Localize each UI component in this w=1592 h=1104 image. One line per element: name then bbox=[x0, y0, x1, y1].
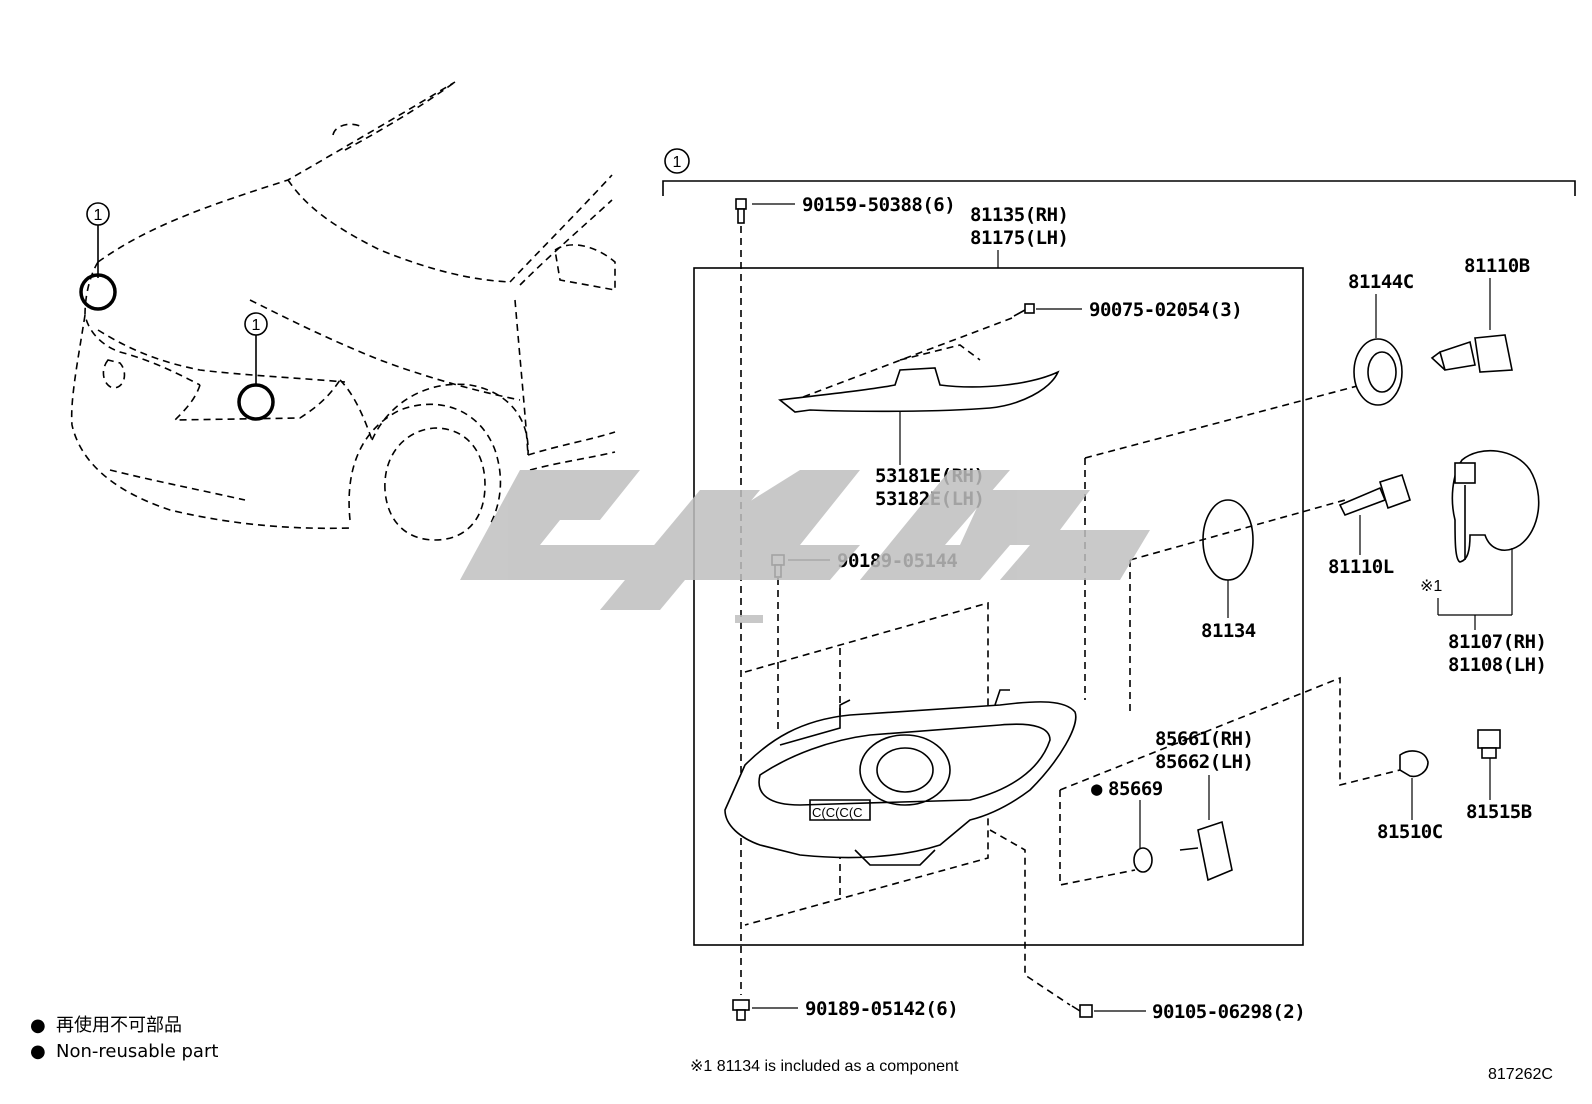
label-actuator-lh: 85662(LH) bbox=[1155, 751, 1253, 773]
actuator-icon bbox=[1179, 820, 1233, 882]
callout-marker-1: 1 bbox=[94, 207, 103, 224]
label-gasket: 81134 bbox=[1201, 620, 1256, 642]
oring-icon bbox=[1133, 847, 1153, 873]
label-bulb-wedge: 81510C bbox=[1377, 821, 1443, 843]
label-bulb-hb: 81110B bbox=[1464, 255, 1530, 277]
label-socket-cover: 81144C bbox=[1348, 271, 1414, 293]
callout-marker-3: 1 bbox=[673, 154, 682, 171]
label-ballast-note-mark: ※1 bbox=[1420, 578, 1442, 595]
callout-circle-1 bbox=[664, 148, 690, 174]
bulb-hid-icon bbox=[1338, 473, 1411, 517]
gasket-ring-icon bbox=[1202, 499, 1254, 581]
bulb-wedge-icon bbox=[1399, 750, 1429, 778]
cover-strip-icon bbox=[778, 367, 1060, 413]
socket-small-icon bbox=[1477, 729, 1501, 759]
footnote: ※1 81134 is included as a component bbox=[690, 1058, 959, 1075]
label-socket-small: 81515B bbox=[1466, 801, 1532, 823]
legend: ● 再使用不可部品 ● Non-reusable part bbox=[30, 1015, 218, 1062]
headlamp-body-icon: C(C(C(C bbox=[724, 689, 1077, 866]
label-ballast-rh: 81107(RH) bbox=[1448, 631, 1546, 653]
label-headlamp-rh: 81135(RH) bbox=[970, 204, 1068, 226]
legend-bullet-2: ● bbox=[30, 1041, 46, 1062]
label-bolt-top: 90159-50388(6) bbox=[802, 194, 955, 216]
screw-small-icon bbox=[1013, 303, 1035, 317]
bulb-hb-icon bbox=[1430, 334, 1513, 373]
legend-text-2: Non-reusable part bbox=[56, 1041, 218, 1062]
socket-cover-icon bbox=[1353, 338, 1403, 406]
bolt-top-icon bbox=[735, 198, 747, 224]
ballast-icon bbox=[1451, 449, 1540, 563]
bolt-bottom-icon bbox=[1071, 1004, 1093, 1018]
diagram-code: 817262C bbox=[1488, 1066, 1553, 1083]
legend-text-1: 再使用不可部品 bbox=[56, 1015, 182, 1036]
label-actuator-rh: 85661(RH) bbox=[1155, 728, 1253, 750]
label-ballast-lh: 81108(LH) bbox=[1448, 654, 1546, 676]
label-bulb-hid: 81110L bbox=[1328, 556, 1394, 578]
svg-text:C(C(C(C: C(C(C(C bbox=[812, 805, 863, 820]
clip-bottom-icon bbox=[732, 999, 750, 1021]
oring-bullet: ● bbox=[1091, 778, 1103, 800]
callout-marker-2: 1 bbox=[252, 317, 261, 334]
label-headlamp-lh: 81175(LH) bbox=[970, 227, 1068, 249]
watermark-logo bbox=[460, 470, 1150, 623]
legend-bullet-1: ● bbox=[30, 1015, 46, 1036]
car-front-illustration: 1 1 bbox=[70, 81, 616, 541]
label-oring: 85669 bbox=[1108, 778, 1163, 800]
label-clip-bottom: 90189-05142(6) bbox=[805, 998, 958, 1020]
label-screw-small: 90075-02054(3) bbox=[1089, 299, 1242, 321]
label-bolt-bottom: 90105-06298(2) bbox=[1152, 1001, 1305, 1023]
